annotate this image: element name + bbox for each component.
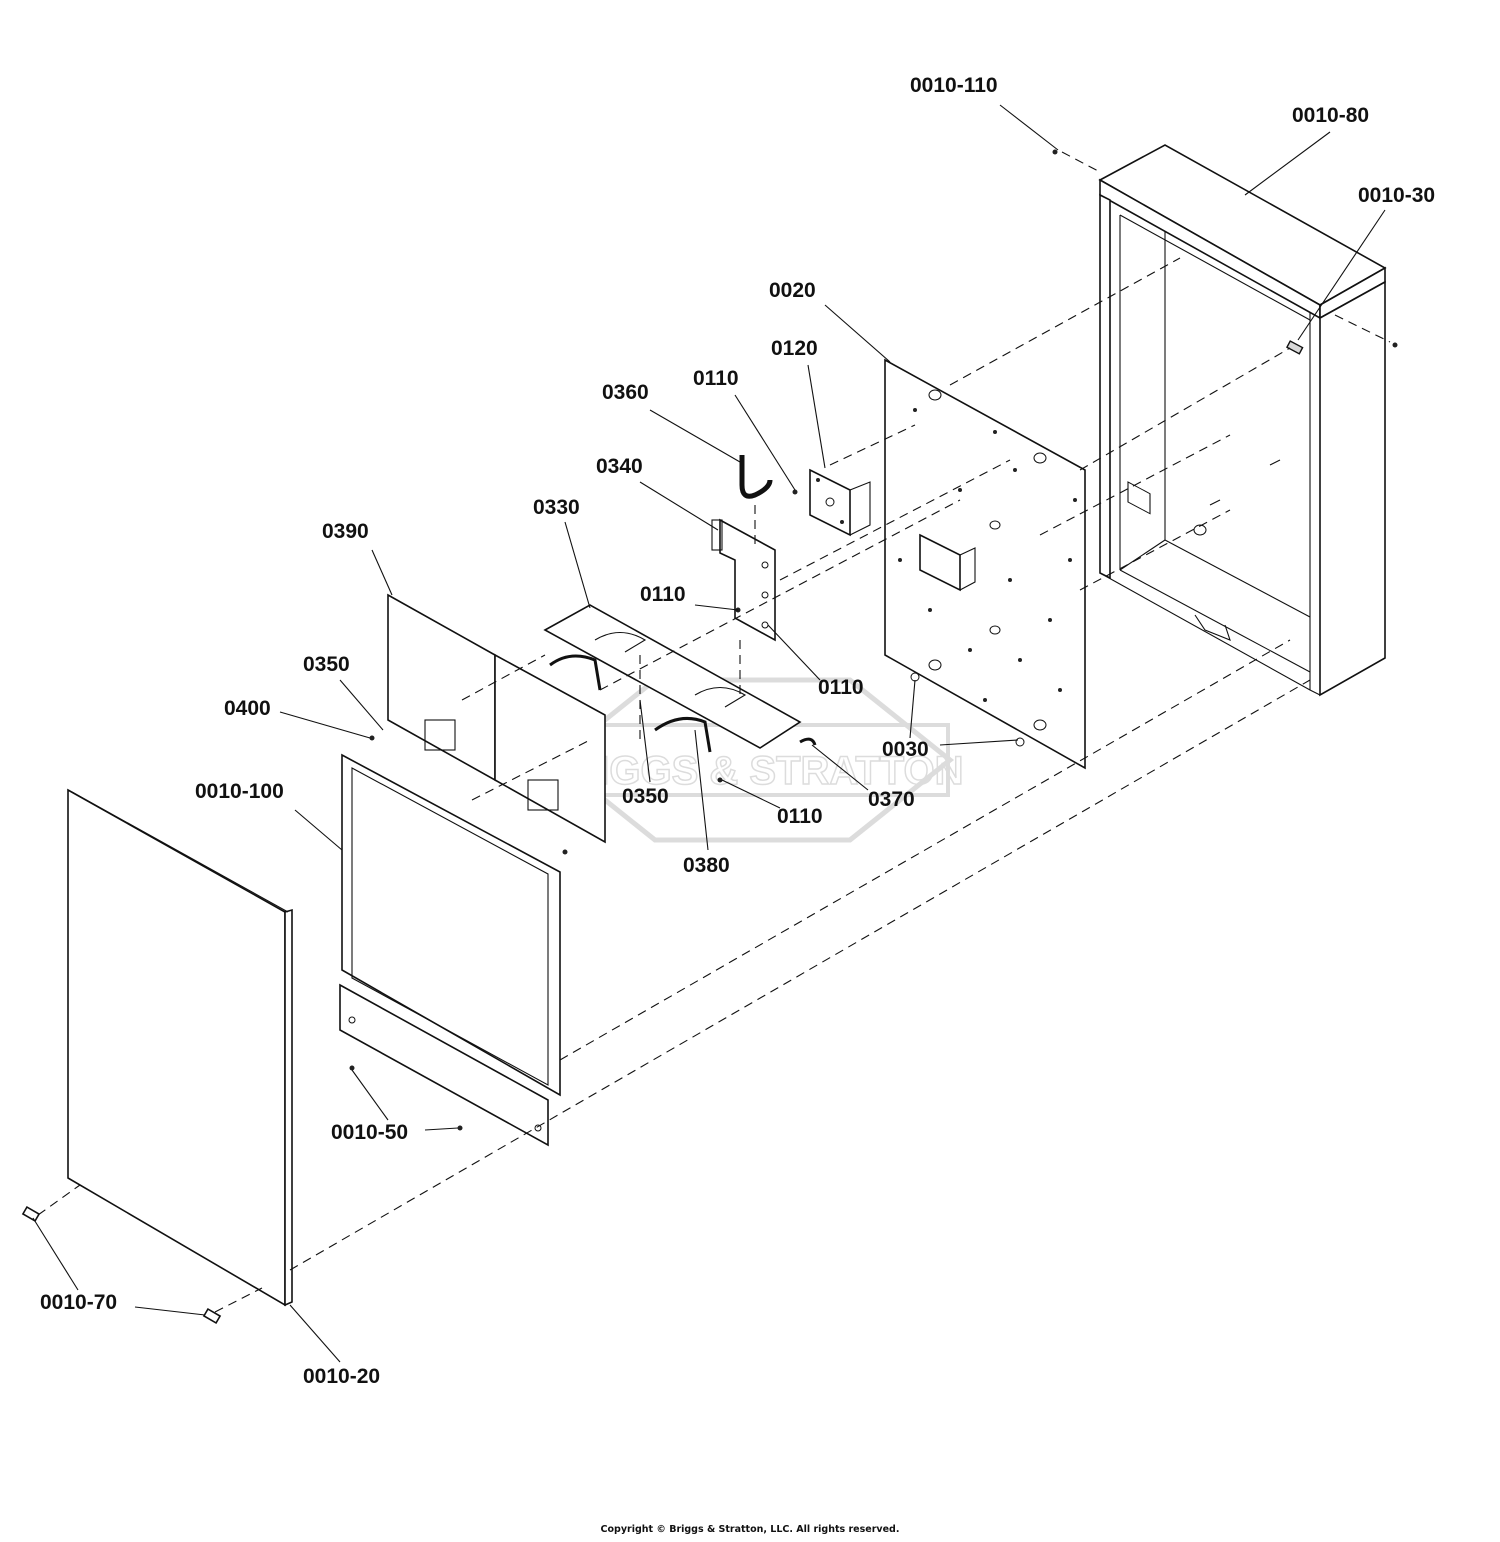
back-panel-bracket	[919, 533, 976, 592]
wire-harness	[549, 654, 602, 691]
watermark-text: BRIGGS & STRATTON	[541, 749, 964, 793]
callout-0350: 0350	[303, 653, 350, 676]
back-panel	[884, 358, 1086, 770]
callout-0400: 0400	[224, 697, 271, 720]
mounting-bracket	[809, 468, 871, 537]
copyright-notice: Copyright © Briggs & Stratton, LLC. All …	[600, 1524, 900, 1535]
callout-0120: 0120	[771, 337, 818, 360]
inner-door-frame	[339, 753, 561, 1147]
callout-0110: 0110	[777, 805, 823, 828]
callout-0380: 0380	[683, 854, 730, 877]
callout-0390: 0390	[322, 520, 369, 543]
callout-0010-30: 0010-30	[1358, 184, 1436, 207]
inner-cover-panel	[387, 593, 606, 844]
callout-0370: 0370	[868, 788, 915, 811]
callout-0010-110: 0010-110	[910, 74, 998, 97]
wire-bracket	[711, 518, 776, 642]
callout-0010-70: 0010-70	[40, 1291, 118, 1314]
callout-0110: 0110	[818, 676, 864, 699]
callout-0010-80: 0010-80	[1292, 104, 1370, 127]
mounting-tray	[543, 604, 802, 749]
callout-0110: 0110	[693, 367, 739, 390]
callout-0030: 0030	[882, 738, 929, 761]
leader-lines	[32, 104, 1386, 1363]
front-door	[67, 788, 293, 1307]
callout-0020: 0020	[769, 279, 816, 302]
callout-0360: 0360	[602, 381, 649, 404]
callout-0010-100: 0010-100	[195, 780, 284, 803]
enclosure-housing	[1098, 144, 1387, 697]
callout-0340: 0340	[596, 455, 643, 478]
callout-0010-20: 0010-20	[303, 1365, 381, 1388]
callout-0110: 0110	[640, 583, 686, 606]
callout-0330: 0330	[533, 496, 580, 519]
callout-0350: 0350	[622, 785, 669, 808]
alignment-lines	[37, 151, 1391, 1313]
wire-clip	[739, 455, 773, 499]
callout-0010-50: 0010-50	[331, 1121, 409, 1144]
